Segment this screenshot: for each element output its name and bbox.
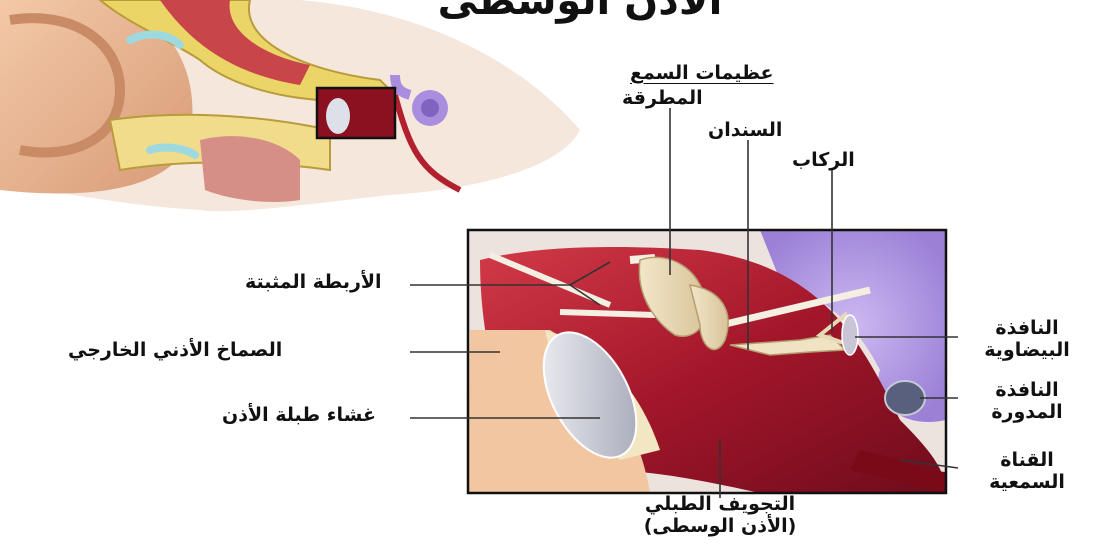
- label-auditory-canal-line1: القناة: [962, 450, 1092, 472]
- label-malleus: المطرقة: [622, 88, 703, 110]
- label-tympanic-cavity-line2: (الأذن الوسطى): [610, 516, 830, 538]
- middle-ear-panel: [468, 230, 946, 493]
- label-round-window-line2: المدورة: [962, 402, 1092, 424]
- label-suspensory-ligaments: الأربطة المثبتة: [245, 272, 382, 294]
- label-round-window-line1: النافذة: [962, 380, 1092, 402]
- ear-overview: [0, 0, 580, 211]
- label-external-canal: الصماخ الأذني الخارجي: [68, 340, 282, 362]
- label-incus: السندان: [708, 120, 782, 142]
- label-auditory-canal: القناة السمعية: [962, 450, 1092, 494]
- label-ossicles: عظيمات السمع: [630, 63, 774, 85]
- page-title: الأذن الوسطى: [400, 0, 760, 24]
- label-oval-window: النافذة البيضاوية: [962, 318, 1092, 362]
- label-tympanic-cavity: التجويف الطبلي (الأذن الوسطى): [610, 494, 830, 538]
- label-auditory-canal-line2: السمعية: [962, 472, 1092, 494]
- label-tympanic-cavity-line1: التجويف الطبلي: [610, 494, 830, 516]
- label-oval-window-line1: النافذة: [962, 318, 1092, 340]
- label-round-window: النافذة المدورة: [962, 380, 1092, 424]
- label-tympanic-membrane: غشاء طبلة الأذن: [222, 405, 376, 427]
- label-stapes: الركاب: [792, 150, 855, 172]
- label-oval-window-line2: البيضاوية: [962, 340, 1092, 362]
